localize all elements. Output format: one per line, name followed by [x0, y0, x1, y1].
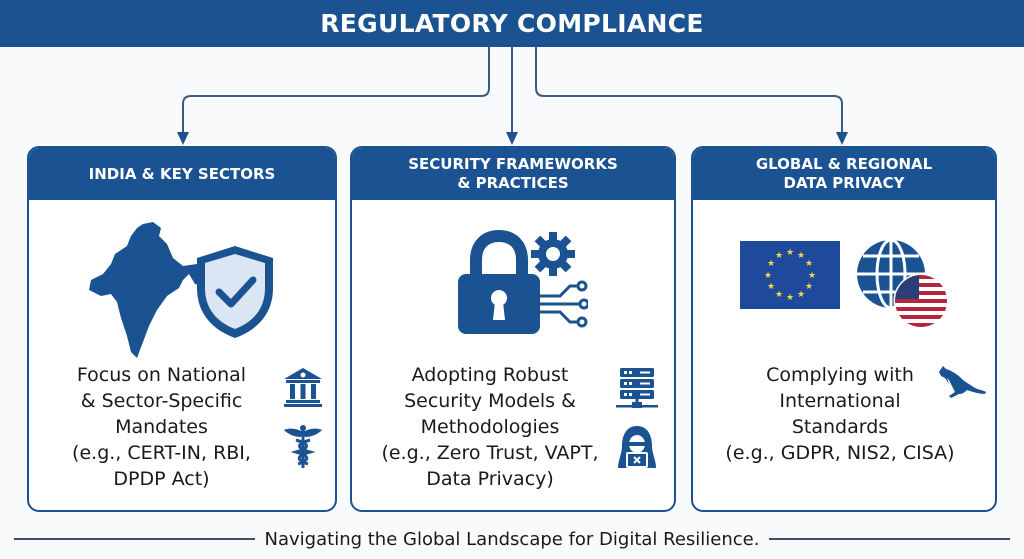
card-description: Focus on National & Sector-Specific Mand…	[72, 364, 251, 490]
caduceus-icon	[284, 425, 322, 468]
card-description: Adopting Robust Security Models & Method…	[381, 364, 599, 490]
svg-text:★: ★	[786, 248, 794, 258]
eu-flag-icon: ★★★ ★★★ ★★★ ★★★	[740, 241, 840, 309]
footer-tagline: Navigating the Global Landscape for Digi…	[14, 526, 1011, 552]
card-title: SECURITY FRAMEWORKS & PRACTICES	[408, 155, 618, 192]
card-global-data-privacy: GLOBAL & REGIONAL DATA PRIVACY ★★★ ★★★ ★…	[691, 146, 997, 512]
card-header: INDIA & KEY SECTORS	[29, 148, 335, 200]
india-map-icon	[89, 222, 221, 358]
connector-arrows	[177, 47, 848, 145]
padlock-icon	[458, 229, 540, 334]
shield-check-icon	[197, 246, 273, 338]
divider-right	[769, 538, 1011, 540]
gear-icon	[531, 232, 575, 276]
svg-text:★: ★	[775, 290, 783, 300]
svg-text:★: ★	[808, 271, 816, 281]
card-india-key-sectors: INDIA & KEY SECTORS Focus on National & …	[27, 146, 337, 512]
svg-text:★: ★	[767, 259, 775, 269]
svg-text:★: ★	[805, 259, 813, 269]
top-banner: REGULATORY COMPLIANCE	[0, 0, 1024, 47]
kangaroo-icon	[939, 366, 986, 398]
card-title: GLOBAL & REGIONAL DATA PRIVACY	[755, 155, 933, 192]
tagline-text: Navigating the Global Landscape for Digi…	[264, 528, 760, 550]
card-title: INDIA & KEY SECTORS	[88, 164, 276, 183]
server-icon	[616, 368, 658, 408]
circuit-icon	[540, 280, 588, 328]
svg-text:★: ★	[775, 251, 783, 261]
svg-text:★: ★	[786, 293, 794, 303]
hacker-icon	[618, 426, 656, 468]
government-building-icon	[284, 368, 322, 407]
us-flag-icon	[893, 273, 949, 329]
card-description: Complying with International Standards (…	[725, 364, 955, 464]
svg-text:★: ★	[764, 271, 772, 281]
svg-text:★: ★	[797, 251, 805, 261]
svg-text:★: ★	[767, 282, 775, 292]
divider-left	[14, 538, 255, 540]
page-title: REGULATORY COMPLIANCE	[320, 9, 704, 38]
card-security-frameworks: SECURITY FRAMEWORKS & PRACTICES	[350, 146, 676, 512]
card-header: SECURITY FRAMEWORKS & PRACTICES	[352, 148, 674, 200]
card-header: GLOBAL & REGIONAL DATA PRIVACY	[693, 148, 995, 200]
svg-text:★: ★	[797, 290, 805, 300]
svg-text:★: ★	[805, 282, 813, 292]
